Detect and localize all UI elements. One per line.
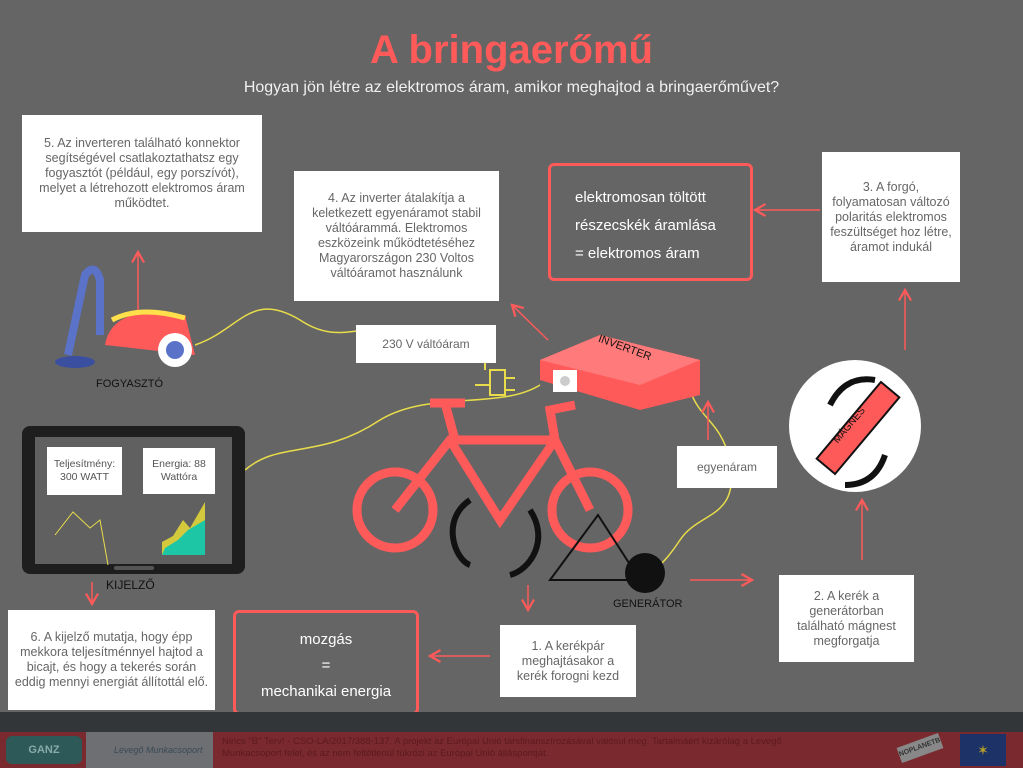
- ac-label: 230 V váltóáram: [356, 325, 496, 363]
- definition-line: részecskék áramlása: [575, 217, 716, 234]
- page-subtitle: Hogyan jön létre az elektromos áram, ami…: [243, 79, 780, 96]
- step-5-box: 5. Az inverteren található konnektor seg…: [22, 115, 262, 232]
- definition-line: = elektromos áram: [575, 245, 700, 262]
- consumer-label: FOGYASZTÓ: [96, 378, 164, 390]
- levego-logo: Levegő Munkacsoport: [86, 732, 213, 768]
- plug-icon: [475, 362, 515, 396]
- power-readout: Teljesítmény: 300 WATT: [47, 447, 122, 495]
- energy-readout: Energia: 88 Wattóra: [143, 448, 215, 494]
- rotation-arrows-icon: [449, 497, 542, 578]
- dc-label: egyenáram: [677, 446, 777, 488]
- bicycle-icon: [352, 398, 633, 553]
- eu-flag-icon: ✶: [960, 734, 1006, 766]
- magnet-rotation-icon: [789, 360, 921, 492]
- step-2-box: 2. A kerék a generátorban található mágn…: [779, 575, 914, 662]
- ganz-logo: GANZ: [6, 736, 82, 764]
- vacuum-cleaner-icon: [55, 265, 195, 368]
- page-title: A bringaerőmű: [370, 28, 653, 72]
- wires: [194, 308, 733, 566]
- inverter-icon: [540, 335, 700, 410]
- definition-line: mechanikai energia: [260, 683, 392, 700]
- definition-line: =: [321, 657, 331, 674]
- step-4-box: 4. Az inverter átalakítja a keletkezett …: [294, 171, 499, 301]
- electric-current-definition: elektromosan töltött részecskék áramlása…: [548, 163, 753, 281]
- footer-separator: [0, 712, 1023, 732]
- step-1-box: 1. A kerékpár meghajtásakor a kerék foro…: [500, 625, 636, 697]
- mechanical-energy-definition: mozgás = mechanikai energia: [233, 610, 419, 715]
- generator-icon: [548, 513, 665, 593]
- definition-line: elektromosan töltött: [575, 189, 706, 206]
- step-3-box: 3. A forgó, folyamatosan változó polarit…: [822, 152, 960, 282]
- arrows: [85, 203, 912, 663]
- display-label: KIJELZŐ: [106, 578, 155, 592]
- footer-disclaimer: Nincs "B" Terv! - CSO-LA/2017/388-137. A…: [222, 736, 782, 759]
- generator-label: GENERÁTOR: [613, 598, 683, 610]
- definition-line: mozgás: [299, 631, 353, 648]
- step-6-box: 6. A kijelző mutatja, hogy épp mekkora t…: [8, 610, 215, 710]
